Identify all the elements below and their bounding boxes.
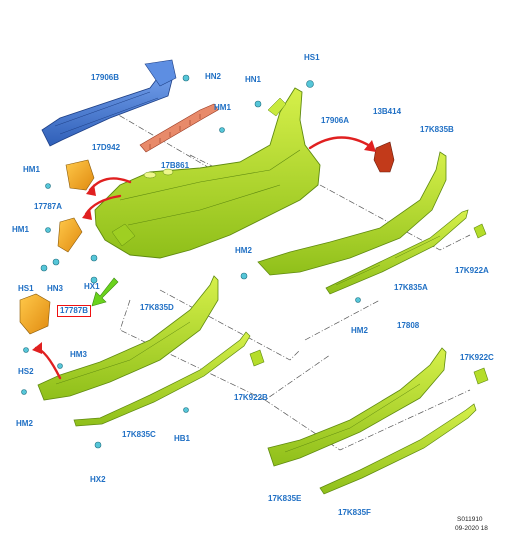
label-hn3: HN3: [47, 284, 64, 293]
label-hn1-top: HN1: [245, 75, 262, 84]
label-17906a: 17906A: [321, 116, 350, 125]
label-hm3: HM3: [70, 350, 87, 359]
reinforcement-beam: [41, 59, 177, 147]
lower-strip-f: [319, 403, 477, 495]
label-hm2-c: HM2: [16, 419, 33, 428]
label-17787a: 17787A: [34, 202, 63, 211]
label-17787b-highlighted: 17787B: [57, 305, 92, 317]
label-17k835e: 17K835E: [268, 494, 302, 503]
label-17d942: 17D942: [92, 143, 121, 152]
label-17k835d: 17K835D: [140, 303, 174, 312]
label-13b414: 13B414: [373, 107, 402, 116]
label-hm1-c: HM1: [12, 225, 29, 234]
bumper-section-left: [37, 275, 219, 401]
label-17k835a: 17K835A: [394, 283, 428, 292]
lower-strip-c: [73, 331, 251, 427]
label-hs1-b: HS1: [18, 284, 34, 293]
label-hm2-a: HM2: [235, 246, 252, 255]
label-hm1-a: HM1: [214, 103, 231, 112]
footer-code: S011910: [457, 516, 483, 523]
bumper-section-right: [257, 151, 447, 276]
lower-strip-a: [325, 209, 469, 295]
bracket-17787b: [19, 293, 51, 335]
reflector: [373, 141, 395, 173]
label-17b861: 17B861: [161, 161, 190, 170]
label-hs2: HS2: [18, 367, 34, 376]
label-17k922c: 17K922C: [460, 353, 494, 362]
label-17k922a: 17K922A: [455, 266, 489, 275]
label-17906b: 17906B: [91, 73, 120, 82]
fasteners: [21, 74, 361, 449]
label-hm1-b: HM1: [23, 165, 40, 174]
bracket-17787a: [57, 217, 83, 253]
bumper-section-lower: [267, 347, 447, 467]
energy-absorber: [139, 103, 219, 153]
clip-17k922b: [249, 349, 265, 367]
clip-17k922a: [473, 223, 487, 239]
label-hs1-top: HS1: [304, 53, 320, 62]
footer-date: 09-2020 18: [455, 525, 488, 532]
arrow-heads: [32, 140, 376, 354]
label-17k835b: 17K835B: [420, 125, 454, 134]
label-17k835c: 17K835C: [122, 430, 156, 439]
bracket-17d942: [65, 159, 95, 191]
label-17k835f: 17K835F: [338, 508, 371, 517]
bumper-cover-main: [94, 87, 321, 259]
label-hx1: HX1: [84, 282, 100, 291]
label-17808: 17808: [397, 321, 420, 330]
label-hn2: HN2: [205, 72, 222, 81]
label-hb1: HB1: [174, 434, 191, 443]
label-17k922b: 17K922B: [234, 393, 268, 402]
label-hm2-b: HM2: [351, 326, 368, 335]
label-hx2: HX2: [90, 475, 106, 484]
highlight-arrow: [91, 277, 119, 307]
clip-17k922c: [473, 367, 489, 385]
